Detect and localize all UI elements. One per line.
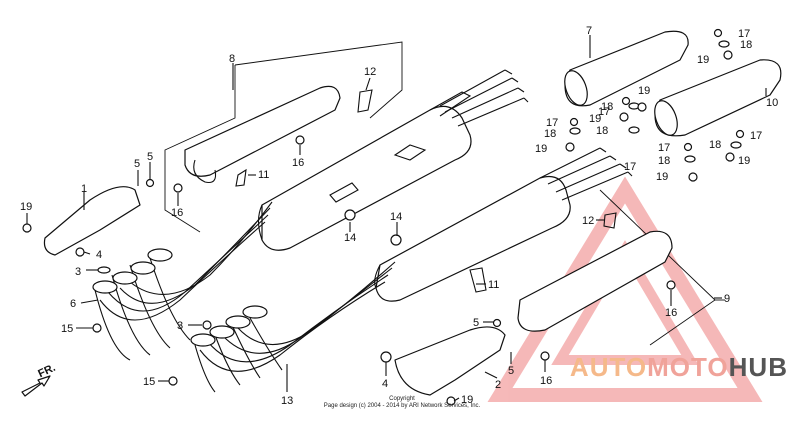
callout-19: 19 — [738, 155, 750, 167]
callout-16: 16 — [665, 307, 677, 319]
callout-15: 15 — [61, 323, 73, 335]
callout-16: 16 — [292, 157, 304, 169]
callout-5: 5 — [134, 158, 140, 170]
copyright-line-1: Copyright — [389, 396, 415, 402]
watermark-part-moto: MOTO — [647, 352, 729, 382]
callout-19: 19 — [461, 394, 473, 406]
protector-group-box-8 — [164, 41, 403, 233]
callout-19: 19 — [535, 143, 547, 155]
callout-17: 17 — [750, 130, 762, 142]
callout-12: 12 — [582, 215, 594, 227]
lower-muffler — [374, 147, 633, 302]
leader-lines — [26, 35, 767, 402]
callout-11: 11 — [488, 279, 499, 291]
watermark-logo: AUTOMOTOHUB — [570, 352, 788, 383]
callout-10: 10 — [766, 97, 778, 109]
hardware — [22, 28, 745, 406]
watermark-part-auto: AUTO — [569, 352, 648, 382]
callout-2: 2 — [495, 379, 501, 391]
callout-14: 14 — [344, 232, 356, 244]
callout-16: 16 — [171, 207, 183, 219]
copyright-line-2: Page design (c) 2004 - 2014 by ARI Netwo… — [323, 403, 481, 409]
upper-muffler — [257, 69, 529, 251]
callout-11: 11 — [258, 169, 269, 181]
callout-4: 4 — [96, 249, 102, 261]
callout-17: 17 — [546, 117, 558, 129]
callout-5: 5 — [147, 151, 153, 163]
callout-5: 5 — [473, 317, 479, 329]
protector-group-box-9 — [599, 189, 725, 346]
callout-19: 19 — [656, 171, 668, 183]
callout-18: 18 — [544, 128, 556, 140]
callout-6: 6 — [70, 298, 76, 310]
callout-5: 5 — [508, 365, 514, 377]
callout-16: 16 — [540, 375, 552, 387]
callout-19: 19 — [20, 201, 32, 213]
upper-flanges — [92, 248, 173, 294]
callout-18: 18 — [601, 101, 613, 113]
callout-9: 9 — [724, 293, 730, 305]
callout-18: 18 — [658, 155, 670, 167]
callout-3: 3 — [75, 266, 81, 278]
callout-19: 19 — [638, 85, 650, 97]
callout-17: 17 — [658, 142, 670, 154]
callout-19: 19 — [589, 113, 601, 125]
callout-1: 1 — [81, 183, 87, 195]
callout-18: 18 — [709, 139, 721, 151]
lower-flanges — [190, 305, 268, 347]
callout-8: 8 — [229, 53, 235, 65]
callout-17: 17 — [738, 28, 750, 40]
end-cover-10 — [654, 59, 782, 137]
heat-protector-8 — [184, 85, 341, 184]
callout-17: 17 — [624, 161, 636, 173]
callout-12: 12 — [364, 66, 376, 78]
copyright-notice: Copyright Page design (c) 2004 - 2014 by… — [312, 396, 492, 410]
heat-shield-2 — [394, 326, 506, 396]
callout-7: 7 — [586, 25, 592, 37]
watermark-part-hub: HUB — [728, 352, 788, 382]
end-cover-7 — [564, 30, 689, 107]
callout-19: 19 — [697, 54, 709, 66]
callout-15: 15 — [143, 376, 155, 388]
callout-3: 3 — [177, 320, 183, 332]
callout-13: 13 — [281, 395, 293, 407]
lower-exhaust-pipes — [194, 261, 396, 393]
callout-18: 18 — [596, 125, 608, 137]
front-direction-arrow — [21, 375, 51, 397]
callout-14: 14 — [390, 211, 402, 223]
callout-17: 17 — [598, 106, 610, 118]
heat-protector-9 — [517, 230, 673, 332]
callout-4: 4 — [382, 378, 388, 390]
heat-shield-1 — [43, 186, 141, 256]
callout-labels: 1 2 3 3 4 4 5 5 5 5 6 7 8 9 10 11 11 12 … — [20, 25, 778, 407]
callout-18: 18 — [740, 39, 752, 51]
